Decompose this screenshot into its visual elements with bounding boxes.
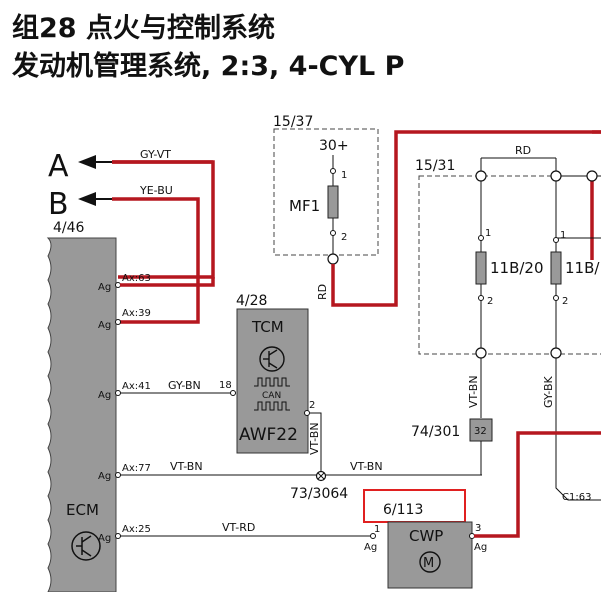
svg-text:Ag: Ag [98, 471, 111, 482]
connector-a-label: A [48, 149, 69, 184]
ecm-pin-ax39: Ag Ax:39 [98, 308, 151, 331]
tcm-part: AWF22 [239, 425, 298, 445]
fuse-mf1-pin-2: 2 [341, 232, 347, 243]
connector-b-label: B [48, 187, 69, 222]
fuse-11b20-label: 11B/20 [490, 259, 544, 277]
wire-gy-bk [555, 358, 601, 501]
svg-text:Ax:39: Ax:39 [122, 308, 151, 319]
ecm-name: ECM [66, 501, 99, 519]
fuse-box-2 [418, 175, 601, 355]
cwp-pin-3: 3 [475, 523, 481, 534]
svg-text:Ag: Ag [98, 533, 111, 544]
wire-label-tcm-vt-bn: VT-BN [308, 422, 321, 455]
cwp-pin-1: 1 [374, 524, 380, 535]
fuse-box-1 [273, 128, 379, 256]
fuse-mf1-label: MF1 [289, 197, 320, 215]
tcm-transistor-icon [259, 346, 285, 372]
ecm-module [46, 237, 117, 592]
wire-rd-supply [331, 130, 601, 307]
ecm-pin-ax25: Ag Ax:25 [98, 524, 151, 544]
can-bus-icon [254, 377, 290, 411]
ecm-transistor-icon [71, 531, 101, 561]
svg-text:Ag: Ag [98, 390, 111, 401]
cwp-ref: 6/113 [383, 502, 423, 518]
right-pin-label: C1:63 [562, 492, 591, 503]
fuse-11b20-pin-1: 1 [485, 228, 491, 239]
wire-label-vt-bn-left: VT-BN [170, 460, 203, 473]
wire-label-ye-bu: YE-BU [139, 184, 173, 197]
svg-text:Ag: Ag [98, 320, 111, 331]
ecm-pin-ax41: Ag Ax:41 [98, 381, 151, 401]
wire-tcm-out [309, 412, 322, 472]
fuse-box-1-ref: 15/37 [273, 114, 313, 130]
page-title-line-1: 组28 点火与控制系统 [12, 13, 275, 44]
page-title-line-2: 发动机管理系统, 2:3, 4-CYL P [12, 51, 405, 82]
cwp-ground-left: Ag [364, 542, 377, 553]
cwp-ground-right: Ag [474, 542, 487, 553]
tcm-ref: 4/28 [236, 293, 267, 309]
fuse-mf1-pin-1: 1 [341, 170, 347, 181]
fuse-mf1-icon [327, 185, 339, 219]
fuse-box-2-ref: 15/31 [415, 158, 455, 174]
connector-74-pin: 32 [474, 426, 487, 437]
motor-icon [419, 551, 441, 573]
ecm-pin-ax77: Ag Ax:77 [98, 463, 151, 482]
svg-text:Ax:77: Ax:77 [122, 463, 151, 474]
fuse-box-1-supply: 30+ [319, 138, 349, 154]
svg-text:Ag: Ag [98, 282, 111, 293]
fuse-11b-label: 11B/ [565, 259, 600, 277]
cwp-module [387, 521, 473, 589]
arrow-b-head-icon [78, 192, 96, 206]
tcm-module [236, 308, 309, 454]
splice-ref: 73/3064 [290, 486, 348, 502]
wire-label-vt-bn-fuse: VT-BN [467, 375, 480, 408]
arrow-a-head-icon [78, 155, 96, 169]
tcm-name: TCM [251, 318, 284, 336]
wire-label-rd-bridge: RD [515, 144, 531, 157]
fuse-11b20-pin-2: 2 [487, 296, 493, 307]
wire-label-rd-vertical: RD [316, 284, 329, 300]
cwp-name: CWP [409, 527, 443, 545]
svg-text:Ax:25: Ax:25 [122, 524, 151, 535]
wire-label-vt-bn-right: VT-BN [350, 460, 383, 473]
svg-text:Ax:63: Ax:63 [122, 273, 151, 284]
tcm-pin-2: 2 [309, 400, 315, 411]
ecm-ref: 4/46 [53, 220, 85, 236]
wire-cwp-red [474, 431, 601, 538]
tcm-can-label: CAN [262, 391, 281, 401]
wire-label-gy-bn: GY-BN [168, 379, 201, 392]
fuse-11b20-icon [475, 251, 487, 285]
wire-b-ye-bu [112, 197, 200, 324]
fuse-11b-icon [550, 251, 562, 285]
wire-label-vt-rd: VT-RD [222, 521, 255, 534]
wire-label-gy-vt: GY-VT [140, 148, 171, 161]
cwp-motor-label: M [423, 556, 434, 571]
fuse-11b-pin-1: 1 [560, 230, 566, 241]
tcm-pin-18: 18 [219, 380, 232, 391]
connector-74-ref: 74/301 [411, 424, 460, 440]
splice-73-3064-icon [315, 470, 327, 482]
wire-label-gy-bk: GY-BK [542, 375, 555, 408]
svg-text:Ax:41: Ax:41 [122, 381, 151, 392]
fuse-11b-pin-2: 2 [562, 296, 568, 307]
